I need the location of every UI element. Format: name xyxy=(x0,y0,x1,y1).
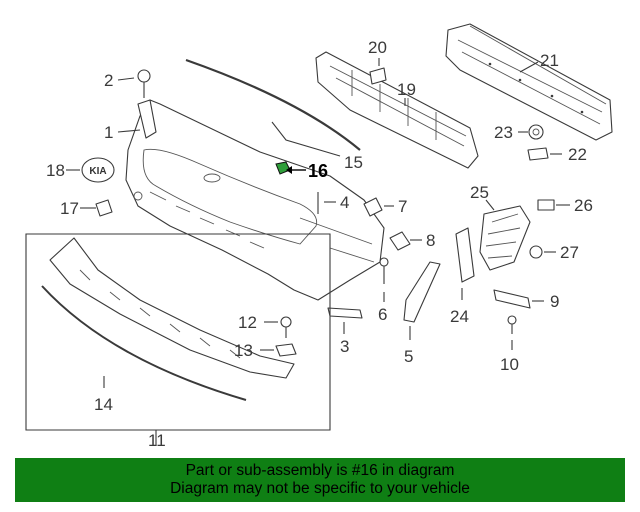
clip-27 xyxy=(529,245,543,259)
bracket-9 xyxy=(493,289,531,309)
callout-22: 22 xyxy=(568,145,587,164)
air-guide-25 xyxy=(479,205,531,271)
callout-24: 24 xyxy=(450,307,469,326)
bolt-26 xyxy=(537,199,555,211)
clip-13 xyxy=(275,343,297,357)
highlighted-part-16 xyxy=(275,161,306,175)
clip-7 xyxy=(363,197,383,217)
callout-9: 9 xyxy=(550,292,559,311)
nut-23 xyxy=(528,124,544,140)
parts-diagram: 21 19 20 15 1 2 KIA 18 17 xyxy=(25,23,613,450)
callout-7: 7 xyxy=(398,197,407,216)
callout-8: 8 xyxy=(426,231,435,250)
callout-4: 4 xyxy=(340,193,349,212)
callout-25: 25 xyxy=(470,183,489,202)
side-trim-5 xyxy=(403,261,441,323)
sub-assembly-box xyxy=(25,233,331,431)
callout-23: 23 xyxy=(494,123,513,142)
callout-21: 21 xyxy=(540,51,559,70)
callout-3: 3 xyxy=(340,337,349,356)
callout-12: 12 xyxy=(238,313,257,332)
screw-6 xyxy=(379,257,389,284)
lower-molding-14 xyxy=(41,285,247,401)
upper-molding xyxy=(185,58,361,151)
bumper-reinforcement-beam xyxy=(445,23,613,141)
callout-15: 15 xyxy=(344,153,363,172)
bracket-24 xyxy=(455,227,475,283)
callout-10: 10 xyxy=(500,355,519,374)
emblem: KIA xyxy=(81,157,115,183)
callout-17: 17 xyxy=(60,199,79,218)
callout-26: 26 xyxy=(574,196,593,215)
callout-16: 16 xyxy=(308,161,328,181)
callout-14: 14 xyxy=(94,395,113,414)
callout-1: 1 xyxy=(104,123,113,142)
callout-11: 11 xyxy=(148,431,166,450)
bolt-2 xyxy=(137,69,151,98)
reflector-3 xyxy=(327,307,363,319)
banner-line-2: Diagram may not be specific to your vehi… xyxy=(170,480,470,497)
info-banner: Part or sub-assembly is #16 in diagram D… xyxy=(15,458,625,502)
svg-text:KIA: KIA xyxy=(89,166,106,177)
callout-6: 6 xyxy=(378,305,387,324)
bracket-8 xyxy=(389,231,411,251)
callout-2: 2 xyxy=(104,71,113,90)
bolt-22 xyxy=(527,147,549,161)
callout-13: 13 xyxy=(234,341,253,360)
bracket-20 xyxy=(369,67,387,85)
callout-27: 27 xyxy=(560,243,579,262)
energy-absorber xyxy=(315,51,479,169)
callout-18: 18 xyxy=(46,161,65,180)
callout-19: 19 xyxy=(397,80,416,99)
bumper-cover xyxy=(125,99,385,301)
callout-20: 20 xyxy=(368,38,387,57)
banner-line-1: Part or sub-assembly is #16 in diagram xyxy=(185,462,455,479)
callout-5: 5 xyxy=(404,347,413,366)
bolt-12 xyxy=(280,316,292,338)
lower-skid-plate xyxy=(49,237,295,379)
clip-17 xyxy=(95,199,113,217)
bolt-10 xyxy=(507,315,517,334)
